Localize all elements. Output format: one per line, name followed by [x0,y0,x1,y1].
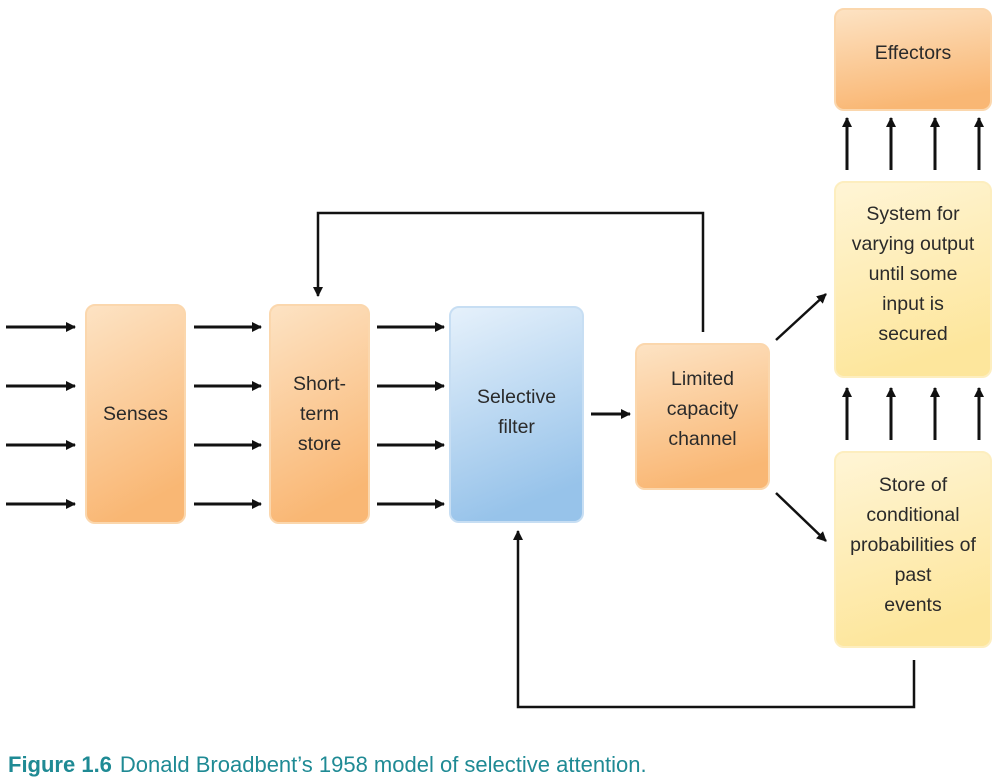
feedback-channel-to-store-arrow [313,211,705,332]
figure-caption-text: Donald Broadbent’s 1958 model of selecti… [119,752,647,777]
system-varying-output-label-line: input is [882,292,944,315]
store-to-system-arrows [842,387,984,440]
system-varying-output-label-line: until some [868,262,958,285]
store-conditional-probabilities-label-line: probabilities of [850,533,976,556]
short-term-store-label: Short- term store [270,305,369,523]
store-to-filter-arrows [377,322,445,509]
senses-label: Senses [86,305,185,523]
limited-capacity-channel-label-line: capacity [666,398,739,420]
channel-to-system-arrow [775,293,827,341]
limited-capacity-channel-label: Limited capacity channel [636,344,769,474]
selective-filter-label-line: Selective [476,386,557,408]
feedback-probabilities-to-filter-arrow [513,530,916,709]
senses-box [85,304,186,524]
store-conditional-probabilities-label-line: Store of [878,473,948,496]
store-conditional-probabilities-label: Store of conditional probabilities of pa… [835,467,991,622]
short-term-store-label-line: Short- [292,373,347,395]
selective-filter-box [449,306,584,523]
system-varying-output-label-line: secured [878,322,948,345]
channel-to-store-arrow [775,492,827,542]
effectors-box [834,8,992,111]
senses-label-line: Senses [102,403,169,425]
short-term-store-label-line: store [297,433,342,455]
system-to-effectors-arrows [842,117,984,170]
limited-capacity-channel-label-line: Limited [671,368,734,390]
input-arrows [6,322,76,509]
system-varying-output-label-line: varying output [851,232,975,255]
limited-capacity-channel-box [635,343,770,490]
system-varying-output-box [834,181,992,378]
figure-number: Figure 1.6 [8,752,112,777]
store-conditional-probabilities-label-line: past [894,563,932,586]
store-conditional-probabilities-label-line: conditional [866,503,960,526]
store-conditional-probabilities-box [834,451,992,648]
system-varying-output-label-line: System for [866,202,960,225]
effectors-label: Effectors [835,9,991,97]
senses-to-store-arrows [194,322,262,509]
limited-capacity-channel-label-line: channel [668,428,737,450]
selective-filter-label: Selective filter [450,302,583,522]
system-varying-output-label: System for varying output until some inp… [835,196,991,351]
store-conditional-probabilities-label-line: events [884,593,942,616]
short-term-store-box [269,304,370,524]
figure-caption: Figure 1.6 Donald Broadbent’s 1958 model … [8,752,647,778]
selective-filter-label-line: filter [498,416,535,438]
effectors-label-line: Effectors [874,42,952,64]
short-term-store-label-line: term [299,403,339,425]
